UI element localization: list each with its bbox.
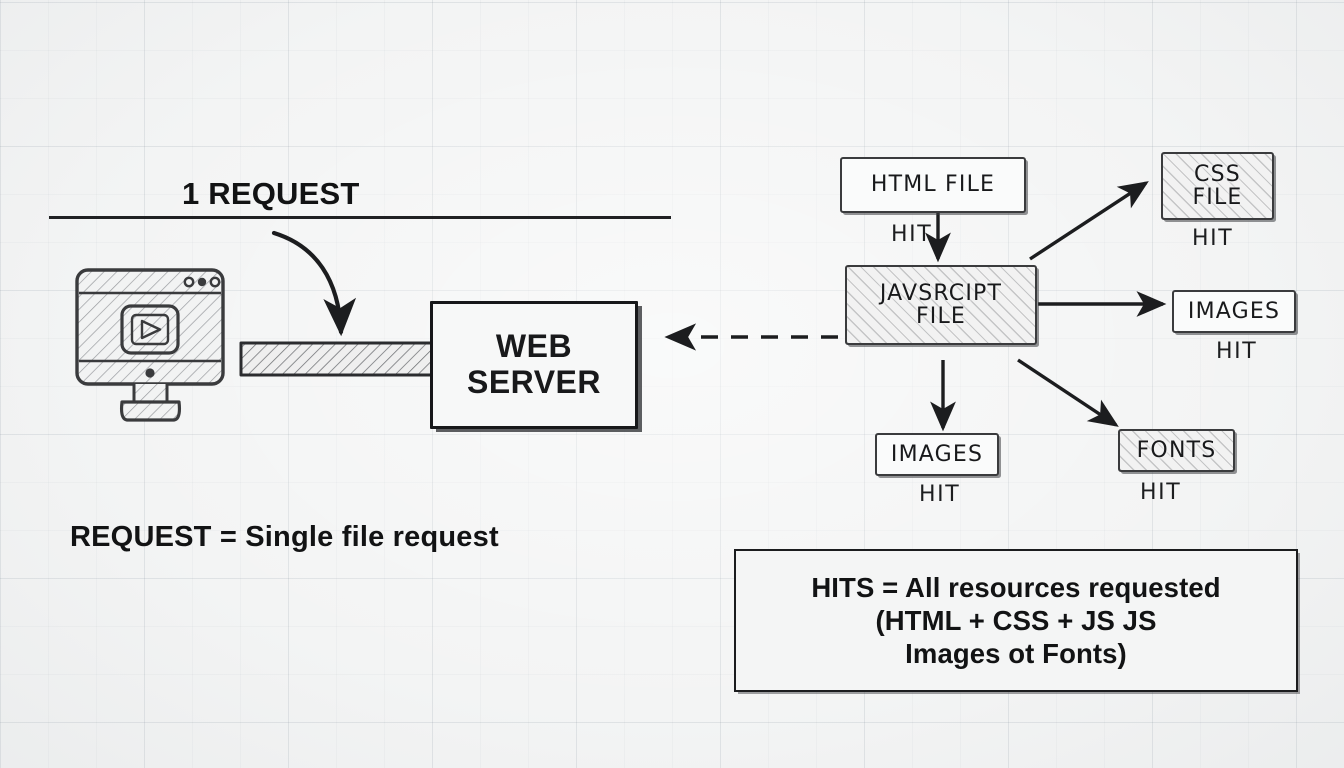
images-right-box[interactable]: IMAGES	[1172, 290, 1296, 333]
request-definition-label: REQUEST = Single file request	[70, 521, 499, 553]
edge-js-to-fonts	[1017, 358, 1119, 427]
browser-monitor-play-icon	[72, 265, 248, 427]
css-file-label: CSS FILE	[1192, 161, 1243, 210]
fonts-label: FONTS	[1136, 437, 1217, 463]
images-below-label: IMAGES	[890, 441, 984, 467]
html-file-box[interactable]: HTML FILE	[840, 157, 1026, 213]
css-file-box[interactable]: CSS FILE	[1161, 152, 1274, 220]
web-server-box[interactable]: WEB SERVER	[430, 301, 638, 429]
hits-legend-box: HITS = All resources requested (HTML + C…	[734, 549, 1298, 692]
javascript-file-label: JAVSRCIPT FILE	[879, 280, 1003, 329]
hits-legend-text: HITS = All resources requested (HTML + C…	[811, 572, 1221, 669]
page-title-1-request: 1 REQUEST	[182, 176, 360, 211]
html-file-hit-label: HIT	[891, 222, 933, 247]
css-file-hit-label: HIT	[1192, 226, 1234, 251]
images-right-label: IMAGES	[1187, 298, 1281, 324]
html-file-label: HTML FILE	[870, 172, 996, 198]
curved-request-arrow	[271, 230, 357, 337]
fonts-hit-label: HIT	[1140, 480, 1182, 505]
title-underline	[49, 216, 671, 219]
edge-js-to-css	[1029, 181, 1149, 261]
fonts-box[interactable]: FONTS	[1118, 429, 1235, 472]
images-below-hit-label: HIT	[919, 482, 961, 507]
javascript-file-box[interactable]: JAVSRCIPT FILE	[845, 265, 1037, 345]
web-server-label: WEB SERVER	[466, 328, 601, 400]
images-right-hit-label: HIT	[1216, 339, 1258, 364]
images-below-box[interactable]: IMAGES	[875, 433, 999, 476]
